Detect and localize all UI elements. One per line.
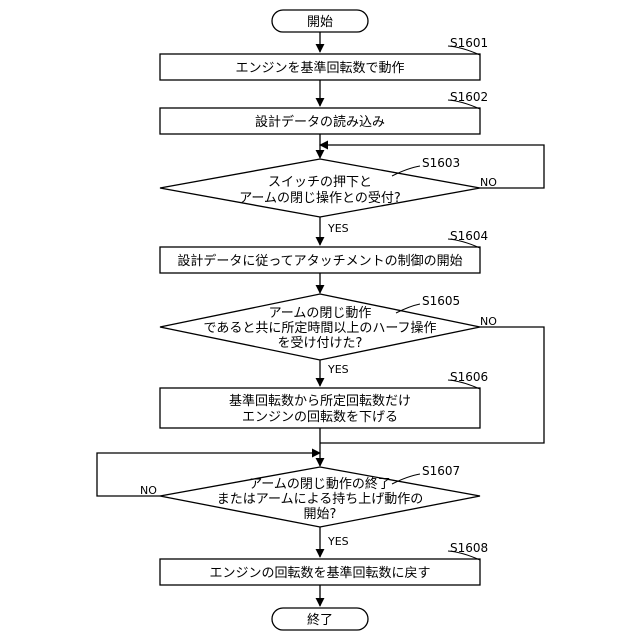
decision-s1603-line-1: スイッチの押下と — [268, 175, 372, 190]
step-s1602-text: 設計データの読み込み — [255, 114, 385, 130]
step-s1606-line-2: エンジンの回転数を下げる — [242, 410, 398, 425]
step-s1602-id: S1602 — [450, 90, 488, 104]
branch-s1603-no: NO — [480, 176, 497, 189]
decision-s1605-line-3: を受け付けた? — [278, 336, 363, 351]
start-label: 開始 — [307, 15, 333, 30]
branch-s1605-yes: YES — [327, 363, 349, 376]
step-s1604-text: 設計データに従ってアタッチメントの制御の開始 — [177, 253, 462, 269]
decision-s1605-line-2: であると共に所定時間以上のハーフ操作 — [203, 320, 436, 336]
branch-s1607-yes: YES — [327, 535, 349, 548]
decision-s1607-line-2: またはアームによる持ち上げ動作の — [217, 492, 423, 507]
decision-s1607-line-1: アームの閉じ動作の終了 — [249, 476, 391, 492]
step-s1608-text: エンジンの回転数を基準回転数に戻す — [209, 565, 430, 581]
branch-s1607-no: NO — [140, 484, 157, 497]
decision-s1603-line-2: アームの閉じ操作との受付? — [239, 190, 401, 206]
end-label: 終了 — [307, 612, 333, 628]
decision-s1603-id: S1603 — [422, 156, 460, 170]
branch-s1605-no: NO — [480, 315, 497, 328]
decision-s1607-id: S1607 — [422, 464, 460, 478]
step-s1601-id: S1601 — [450, 36, 488, 50]
step-s1606-line-1: 基準回転数から所定回転数だけ — [229, 393, 411, 409]
step-s1608-id: S1608 — [450, 541, 488, 555]
decision-s1607-line-3: 開始? — [304, 507, 337, 522]
step-s1604-id: S1604 — [450, 229, 488, 243]
step-s1606-id: S1606 — [450, 370, 488, 384]
decision-s1605-line-1: アームの閉じ動作 — [269, 306, 372, 321]
step-s1601-text: エンジンを基準回転数で動作 — [235, 60, 404, 76]
branch-s1603-yes: YES — [327, 222, 349, 235]
decision-s1605-id: S1605 — [422, 294, 460, 308]
